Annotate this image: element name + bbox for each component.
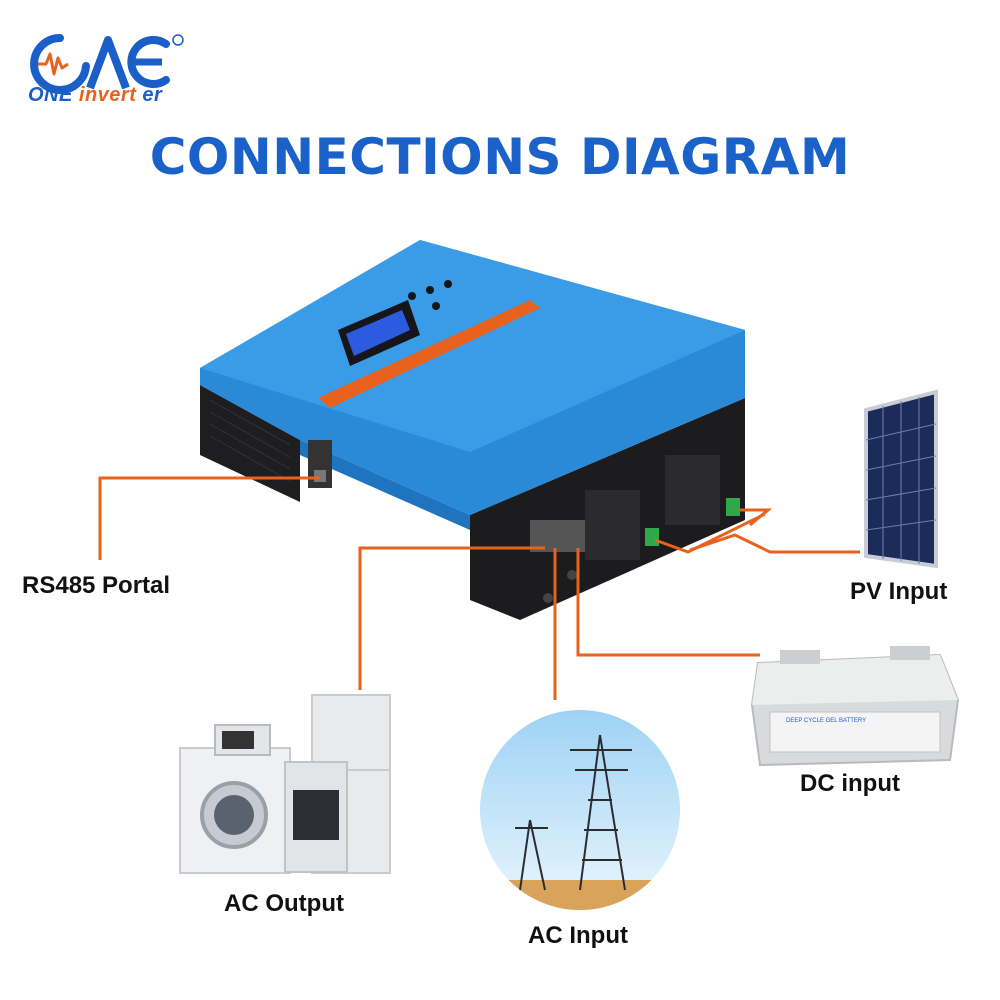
page-title: CONNECTIONS DIAGRAM (149, 128, 851, 186)
transmission-tower-icon (515, 734, 632, 891)
pv-terminal-right (726, 498, 740, 516)
gel-battery: DEEP CYCLE GEL BATTERY (750, 646, 960, 767)
panel-button (444, 280, 452, 288)
vent-grille-1 (585, 490, 640, 560)
ac-output-label: AC Output (224, 890, 344, 917)
connection-wires (98, 476, 860, 700)
home-appliances (179, 694, 391, 874)
orange-accent-stripe (318, 300, 540, 408)
panel-button (432, 302, 440, 310)
pv-input-label: PV Input (850, 578, 948, 605)
pv-wire-1 (654, 512, 766, 554)
battery-label-text: DEEP CYCLE GEL BATTERY (786, 718, 866, 724)
logo-text-er: er (136, 84, 163, 106)
panel-button (426, 286, 434, 294)
pv-wire-2 (740, 508, 773, 527)
brand-logo-icon (30, 34, 184, 94)
solar-panel (864, 389, 938, 569)
rs485-portal-label: RS485 Portal (22, 572, 171, 599)
dc-input-wire (576, 548, 760, 657)
vent-grille-2 (665, 455, 720, 525)
panel-button (408, 292, 416, 300)
rs485-wire (98, 476, 320, 560)
ac-output-wire (358, 546, 545, 690)
pv-wire-3 (689, 533, 860, 554)
ac-input-label: AC Input (528, 922, 628, 949)
logo-text: ONE invert er (28, 84, 162, 107)
power-grid-illustration (480, 710, 680, 910)
logo-text-one: ONE (28, 84, 79, 106)
solar-inverter-device (200, 240, 745, 620)
pv-terminal-left (645, 528, 659, 546)
dc-input-label: DC input (800, 770, 900, 797)
lcd-screen (346, 310, 410, 356)
logo-text-invert: invert (78, 84, 137, 106)
